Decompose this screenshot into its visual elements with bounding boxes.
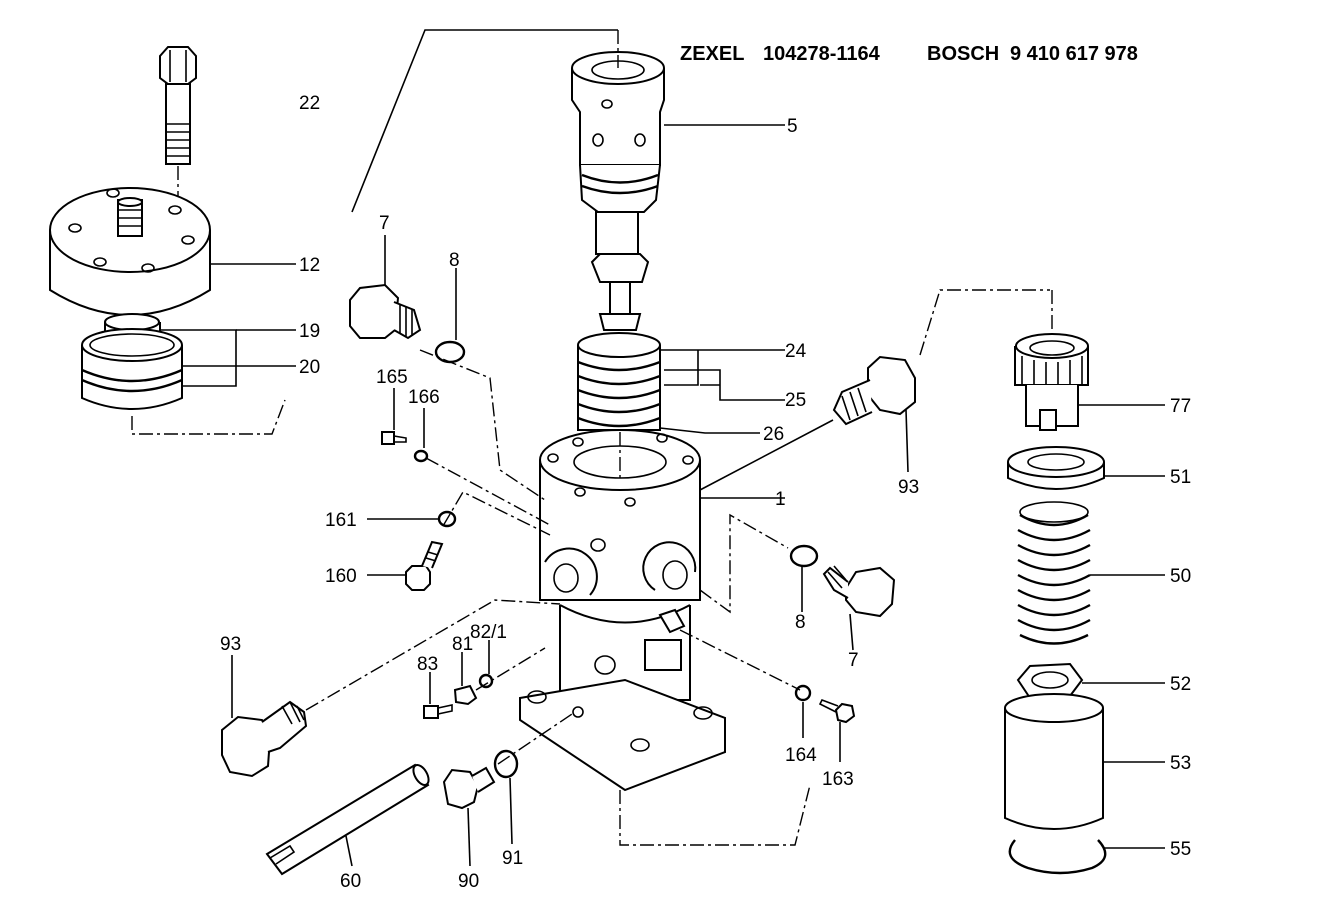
bosch-part-number: 9 410 617 978 xyxy=(1010,43,1138,65)
label-8-right: 8 xyxy=(795,612,806,633)
label-7-right: 7 xyxy=(848,650,859,671)
bosch-brand: BOSCH xyxy=(927,43,999,65)
label-166: 166 xyxy=(408,387,440,408)
part-161-washer xyxy=(367,510,457,528)
part-5-valve-holder xyxy=(351,29,785,331)
part-164-washer xyxy=(794,684,812,738)
label-60: 60 xyxy=(340,871,361,892)
part-163-screw xyxy=(818,698,856,762)
part-19-20-seal-rings xyxy=(81,313,296,435)
part-160-screw xyxy=(367,540,444,591)
label-55: 55 xyxy=(1170,839,1191,860)
part-165-screw xyxy=(381,388,407,445)
part-8-oring-left xyxy=(434,268,466,364)
label-50: 50 xyxy=(1170,566,1191,587)
label-25: 25 xyxy=(785,390,806,411)
label-93-right: 93 xyxy=(898,477,919,498)
label-93-left: 93 xyxy=(220,634,241,655)
label-19: 19 xyxy=(299,321,320,342)
zexel-part-number: 104278-1164 xyxy=(763,43,881,65)
part-8-oring-right xyxy=(789,544,819,612)
part-7-plug-left xyxy=(349,235,422,340)
part-166-washer xyxy=(413,408,429,463)
label-24: 24 xyxy=(785,341,807,362)
part-77-control-sleeve xyxy=(1014,290,1165,431)
dash-path-164 xyxy=(679,629,801,691)
label-165: 165 xyxy=(376,367,408,388)
label-82-1: 82/1 xyxy=(470,622,507,643)
label-163: 163 xyxy=(822,769,854,790)
part-1-pump-housing xyxy=(519,429,811,846)
dash-path-161 xyxy=(442,491,551,536)
label-20: 20 xyxy=(299,357,320,378)
part-55-snap-ring xyxy=(1008,839,1165,875)
part-51-spring-seat xyxy=(1007,446,1165,490)
part-52-lower-spring-seat xyxy=(1016,662,1165,700)
dash-path-90 xyxy=(497,711,576,765)
label-8-left: 8 xyxy=(449,250,460,271)
label-161: 161 xyxy=(325,510,357,531)
label-81: 81 xyxy=(452,634,473,655)
part-82-1-washer xyxy=(478,640,494,689)
part-24-25-26-spring-stack xyxy=(577,332,785,434)
callout-labels: 1 5 7 7 8 8 12 19 20 22 24 25 26 50 51 5… xyxy=(220,93,1191,892)
part-90-screw xyxy=(442,766,496,867)
label-1: 1 xyxy=(775,489,786,510)
label-52: 52 xyxy=(1170,674,1191,695)
label-164: 164 xyxy=(785,745,817,766)
label-26: 26 xyxy=(763,424,784,445)
part-22-bolt xyxy=(159,46,197,210)
label-77: 77 xyxy=(1170,396,1191,417)
label-12: 12 xyxy=(299,255,320,276)
label-51: 51 xyxy=(1170,467,1191,488)
part-91-washer xyxy=(493,749,519,845)
part-50-plunger-spring xyxy=(1017,501,1165,645)
label-53: 53 xyxy=(1170,753,1191,774)
label-160: 160 xyxy=(325,566,357,587)
part-93-bolt-left xyxy=(221,599,561,778)
part-60-rack xyxy=(265,763,430,876)
part-53-tappet xyxy=(1004,693,1165,830)
header-part-numbers: ZEXEL 104278-1164 BOSCH 9 410 617 978 xyxy=(680,43,1138,65)
part-93-bolt-right xyxy=(699,289,1050,491)
label-7-left: 7 xyxy=(379,213,390,234)
part-81-lockplate xyxy=(453,652,478,706)
label-22: 22 xyxy=(299,93,320,114)
part-83-screw xyxy=(423,672,453,719)
dash-path-7 xyxy=(419,349,546,501)
dash-path-166 xyxy=(425,457,551,526)
label-5: 5 xyxy=(787,116,798,137)
label-83: 83 xyxy=(417,654,438,675)
zexel-brand: ZEXEL xyxy=(680,43,744,65)
label-90: 90 xyxy=(458,871,479,892)
part-7-plug-right xyxy=(822,565,896,651)
dash-path-82 xyxy=(475,647,546,691)
label-91: 91 xyxy=(502,848,523,869)
part-12-cover xyxy=(49,187,296,316)
